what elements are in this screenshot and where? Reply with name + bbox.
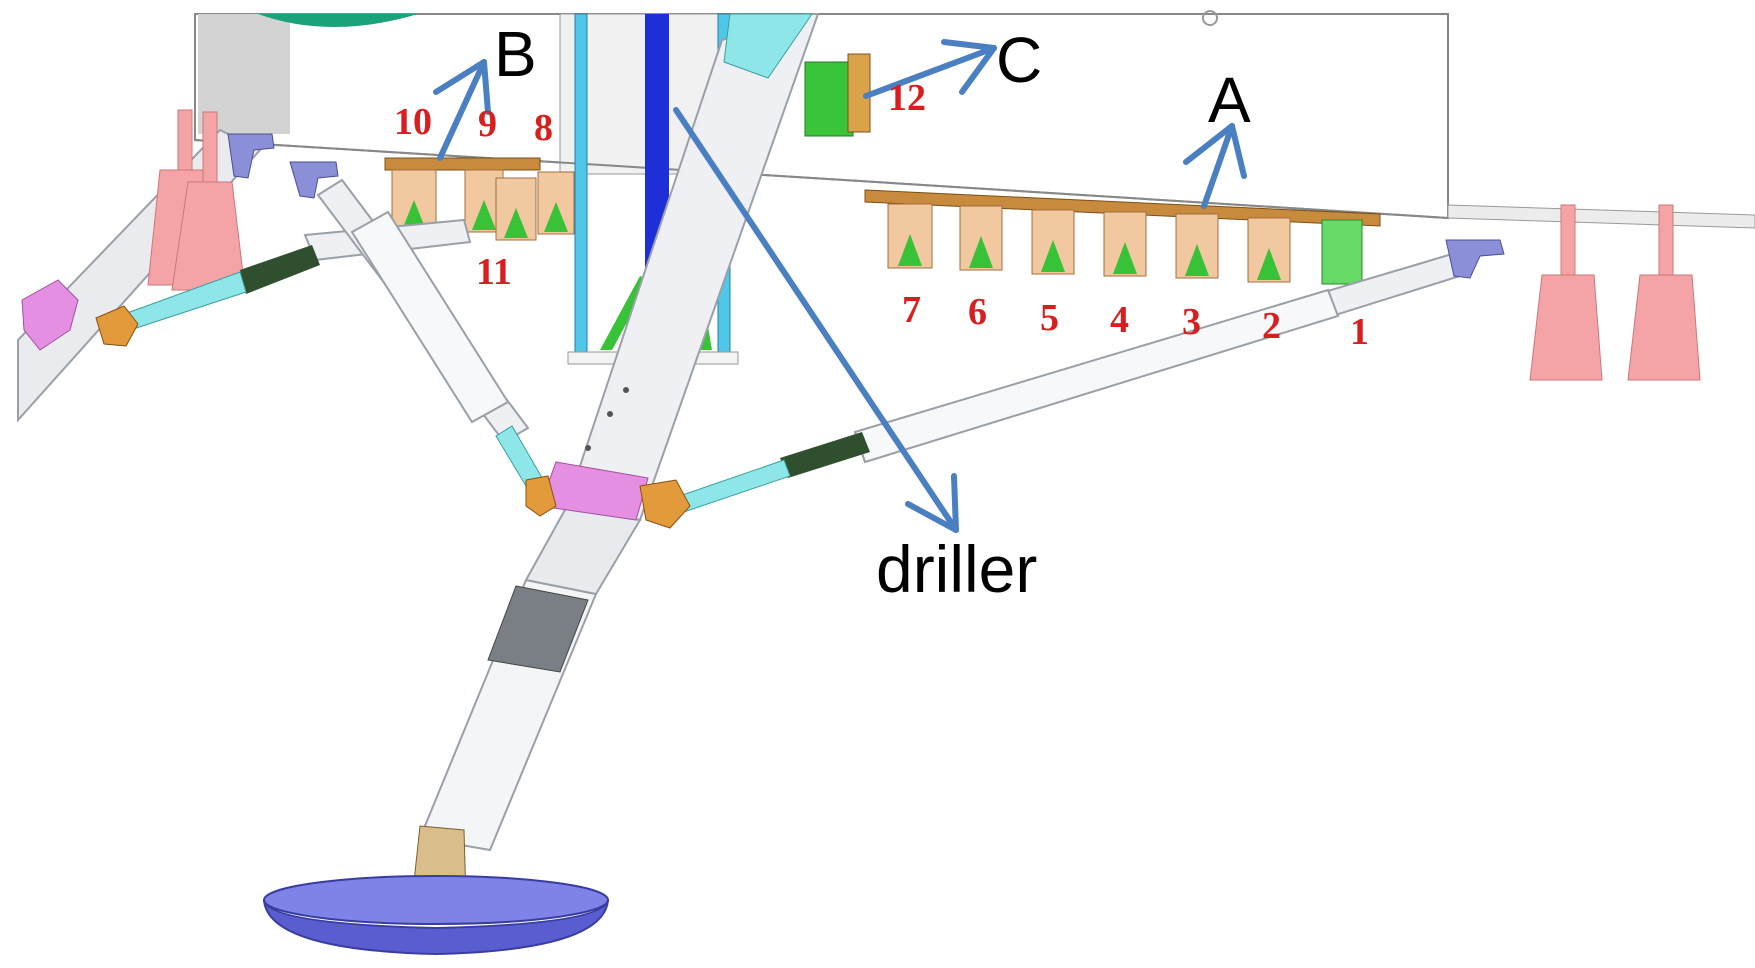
panel-b-4 [537, 171, 575, 235]
panel-a-3 [1175, 213, 1219, 279]
arrow-a [1183, 123, 1247, 209]
left-clamp [21, 279, 79, 351]
label-a: A [1208, 64, 1251, 136]
arrow-c [863, 39, 997, 99]
footpad-assembly [263, 825, 609, 956]
left-lower-spring [240, 245, 320, 294]
label-driller: driller [876, 532, 1037, 606]
panel-a-6 [959, 205, 1003, 271]
main-leg-cyan-top [723, 13, 813, 79]
top-bolt [1202, 10, 1218, 26]
label-c: C [996, 24, 1042, 96]
green-box [804, 61, 854, 137]
letter-labels: B C A driller [494, 18, 1251, 606]
main-leg-hole-1 [607, 411, 613, 417]
body-lower-edge-right [779, 175, 1449, 219]
number-label-3: 3 [1182, 301, 1201, 343]
main-leg [418, 13, 820, 852]
panel-a-plate [864, 189, 1381, 227]
lightblue-rod-left [574, 13, 588, 355]
panel-b-plate [384, 157, 541, 171]
green-sphere [258, 14, 418, 27]
right-mount [1445, 239, 1505, 279]
annotation-arrows [433, 39, 1247, 533]
panel-group-a [864, 189, 1381, 285]
number-label-1: 1 [1350, 311, 1369, 353]
number-label-7: 7 [902, 289, 921, 331]
middle-strut-sleeve [350, 210, 510, 424]
number-label-2: 2 [1262, 305, 1281, 347]
panel-b-1 [391, 169, 437, 233]
right-support-strut [667, 239, 1505, 517]
panel-group-b [384, 157, 575, 241]
label-b: B [494, 18, 537, 90]
middle-mount [289, 161, 339, 199]
panel-b-3 [495, 177, 537, 241]
thruster-right-2 [1627, 204, 1701, 381]
main-bracket-left [525, 475, 557, 517]
right-strut-spring [780, 432, 870, 478]
number-label-11: 11 [476, 251, 512, 293]
main-leg-bellows [487, 585, 589, 673]
number-label-9: 9 [478, 103, 497, 145]
main-leg-hole-3 [585, 445, 591, 451]
footpad-top [263, 875, 609, 925]
main-leg-hole-2 [623, 387, 629, 393]
main-leg-mid-section [524, 506, 642, 596]
number-label-6: 6 [968, 291, 987, 333]
main-bracket-right [639, 479, 691, 529]
left-bracket [95, 305, 139, 347]
number-label-8: 8 [534, 107, 553, 149]
number-label-4: 4 [1110, 299, 1129, 341]
thrusters [147, 109, 1701, 381]
left-mount [227, 133, 275, 179]
panel-a-1 [1321, 219, 1363, 285]
panel-a-4 [1103, 211, 1147, 277]
panel-a-7 [887, 203, 933, 269]
panel-a-2 [1247, 217, 1291, 283]
number-label-10: 10 [394, 101, 432, 143]
number-label-12: 12 [888, 77, 926, 119]
arrow-b [433, 59, 491, 161]
footpad-rim [263, 899, 609, 956]
arrow-driller [673, 107, 959, 533]
panel-a-5 [1031, 209, 1075, 275]
number-label-5: 5 [1040, 297, 1059, 339]
right-body-shelf [1447, 204, 1755, 229]
thruster-right-1 [1529, 204, 1603, 381]
component-number-labels: 1 2 3 4 5 6 7 8 9 10 11 12 [394, 77, 1369, 353]
component-box-c [804, 53, 871, 137]
